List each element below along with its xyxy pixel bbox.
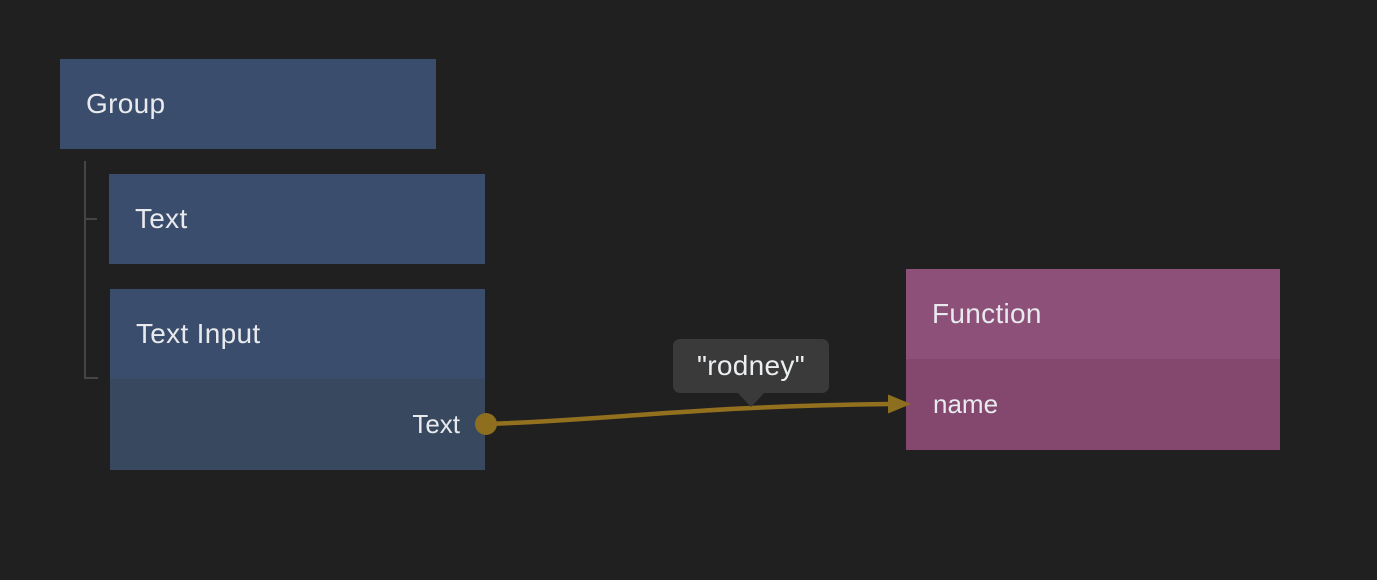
- node-text-title: Text: [135, 203, 188, 234]
- output-port-row-text[interactable]: Text: [110, 379, 485, 470]
- input-port-label-name: name: [933, 389, 999, 419]
- node-text-header[interactable]: Text: [109, 174, 485, 264]
- node-group-header[interactable]: Group: [60, 59, 436, 149]
- node-function[interactable]: Function name: [906, 269, 1280, 450]
- node-group[interactable]: Group: [60, 59, 436, 149]
- node-text-input-header[interactable]: Text Input: [110, 289, 485, 379]
- input-port-row-name[interactable]: name: [906, 359, 1280, 450]
- connection-wire[interactable]: [483, 401, 893, 427]
- node-group-title: Group: [86, 88, 166, 119]
- output-port-label-text: Text: [412, 409, 460, 439]
- tooltip-caret: [736, 391, 766, 407]
- node-function-title: Function: [932, 298, 1042, 329]
- node-text-input-title: Text Input: [136, 318, 261, 349]
- connection-value-text: "rodney": [697, 350, 805, 381]
- node-text[interactable]: Text: [109, 174, 485, 264]
- node-function-header[interactable]: Function: [906, 269, 1280, 359]
- tree-connector-line: [84, 161, 98, 379]
- connection-value-tooltip: "rodney": [673, 339, 829, 407]
- node-text-input[interactable]: Text Input Text: [110, 289, 485, 470]
